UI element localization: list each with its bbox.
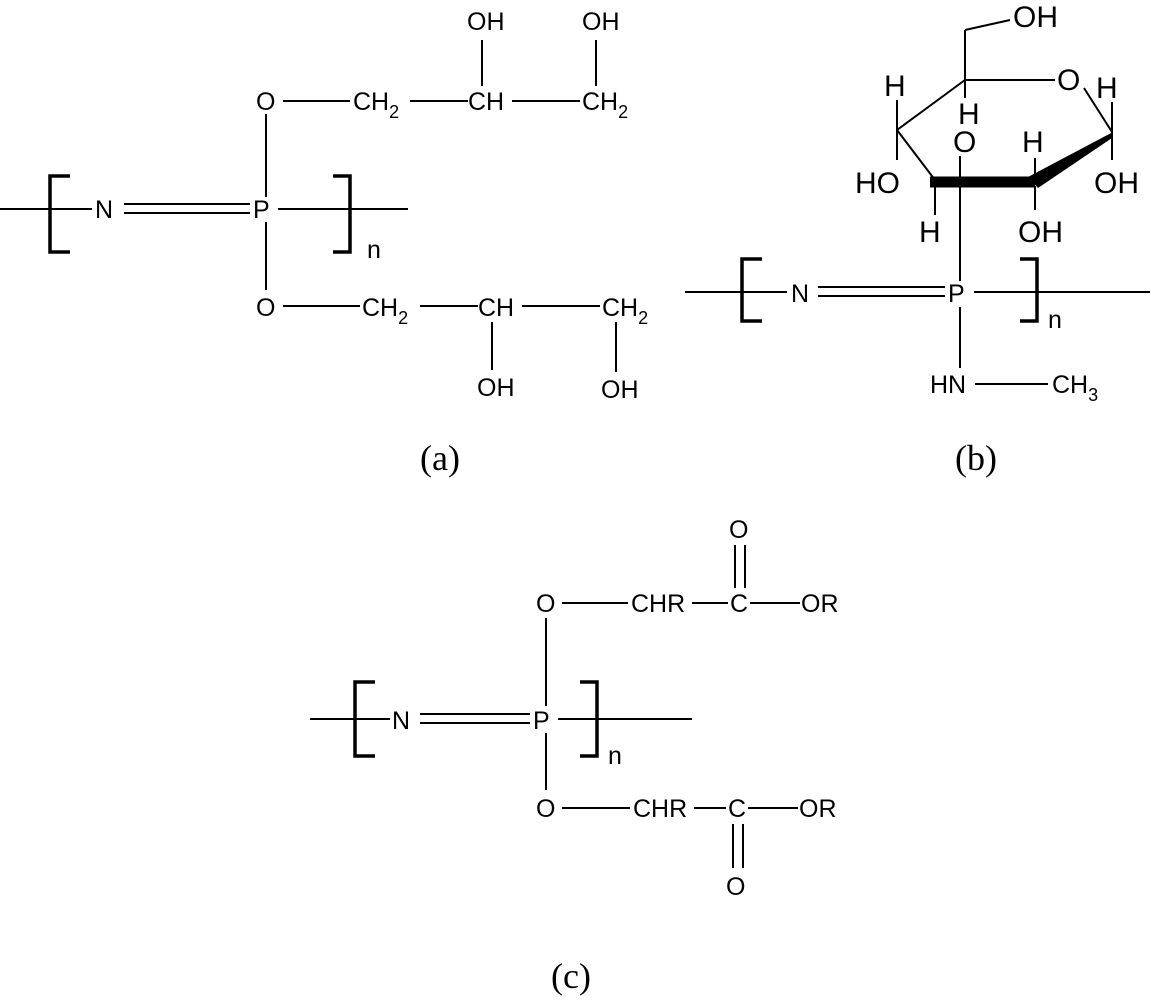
ring-oxygen-atom: O <box>1057 64 1080 97</box>
hydroxyl-group: OH <box>1018 216 1063 249</box>
carbonyl-oxygen: O <box>726 873 745 901</box>
hydroxyl-group: OH <box>1013 1 1058 34</box>
methylamine-group: HN CH3 <box>930 307 1098 405</box>
hydroxyl-group: OH <box>601 376 639 404</box>
oxygen-atom: O <box>536 590 555 618</box>
ch2-group: CH2 <box>602 294 648 328</box>
hydrogen-atom: H <box>1022 126 1044 159</box>
ester-or-group: OR <box>799 795 837 823</box>
hydrogen-atom: H <box>1096 72 1118 105</box>
carbonyl-oxygen: O <box>729 516 748 544</box>
panel-c: N P n O CHR C O OR O CHR C <box>310 516 839 996</box>
ch2-group: CH2 <box>362 294 408 328</box>
phosphorus-atom: P <box>948 280 965 308</box>
carbonyl-carbon: C <box>730 590 748 618</box>
hydrogen-atom: H <box>958 98 980 131</box>
caption-b: (b) <box>955 438 997 478</box>
hydroxyl-group: OH <box>477 374 515 402</box>
carbonyl-carbon: C <box>728 795 746 823</box>
nh-group: HN <box>930 371 966 399</box>
repeat-subscript: n <box>608 742 622 770</box>
backbone-b: N P n <box>685 257 1150 334</box>
sugar-ring: OH O H H H H H O HO <box>855 1 1139 281</box>
phosphorus-atom: P <box>533 707 550 735</box>
upper-glycerol-chain: O CH2 CH OH CH2 OH <box>256 8 628 197</box>
oxygen-atom: O <box>256 294 275 322</box>
chr-group: CHR <box>631 590 685 618</box>
nitrogen-atom: N <box>95 196 113 224</box>
hydrogen-atom: H <box>919 216 941 249</box>
upper-ester-chain: O CHR C O OR <box>536 516 839 706</box>
nitrogen-atom: N <box>791 280 809 308</box>
oxygen-atom: O <box>256 88 275 116</box>
chr-group: CHR <box>633 795 687 823</box>
wedge-bond <box>1028 132 1113 188</box>
hydroxyl-group: OH <box>582 8 620 36</box>
hydroxyl-group: OH <box>1094 167 1139 200</box>
phosphorus-atom: P <box>253 196 270 224</box>
nitrogen-atom: N <box>392 707 410 735</box>
ch2-group: CH2 <box>353 88 399 122</box>
hydroxyl-group: OH <box>467 8 505 36</box>
panel-b: OH O H H H H H O HO <box>685 1 1150 478</box>
lower-ester-chain: O CHR C O OR <box>536 733 837 901</box>
repeat-subscript: n <box>1048 306 1062 334</box>
panel-a: N P n O CH2 CH OH CH2 OH O CH2 <box>0 8 648 478</box>
ch2-group: CH2 <box>582 88 628 122</box>
oxygen-atom: O <box>536 795 555 823</box>
ch3-group: CH3 <box>1052 371 1098 405</box>
ester-or-group: OR <box>801 590 839 618</box>
ch-group: CH <box>468 88 504 116</box>
backbone-c: N P n <box>310 680 692 770</box>
caption-c: (c) <box>551 956 591 996</box>
lower-glycerol-chain: O CH2 CH OH CH2 OH <box>256 222 648 404</box>
caption-a: (a) <box>420 438 460 478</box>
hydroxyl-group: HO <box>855 167 900 200</box>
hydrogen-atom: H <box>884 70 906 103</box>
ch-group: CH <box>478 294 514 322</box>
repeat-subscript: n <box>367 236 381 264</box>
backbone-a: N P n <box>0 174 408 264</box>
linking-oxygen-atom: O <box>953 126 976 159</box>
